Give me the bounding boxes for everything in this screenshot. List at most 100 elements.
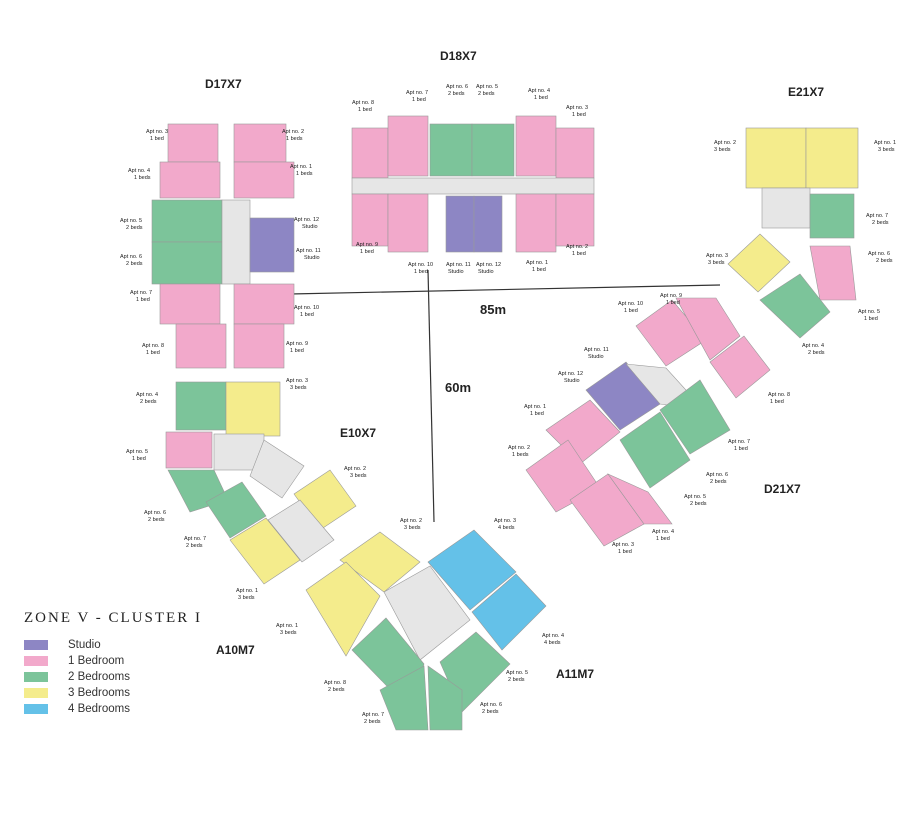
svg-text:Apt no. 12: Apt no. 12 (476, 262, 501, 268)
apt-unit (249, 439, 305, 499)
apt-unit (473, 195, 503, 253)
building-name-d21x7: D21X7 (764, 482, 801, 496)
apt-unit (555, 127, 595, 179)
svg-text:Apt no. 9: Apt no. 9 (660, 293, 682, 299)
svg-text:2 beds: 2 beds (148, 517, 165, 523)
apt-label: Apt no. 72 beds (866, 213, 889, 226)
apt-label: Apt no. 52 beds (476, 84, 498, 97)
legend-swatch (24, 640, 48, 650)
building-d18x7: D18X7 Apt no. 81 bed Apt no. 71 bed Apt … (351, 49, 595, 275)
svg-text:Apt no. 12: Apt no. 12 (558, 371, 583, 377)
apt-unit (427, 529, 517, 611)
svg-text:2 beds: 2 beds (364, 719, 381, 725)
svg-text:Apt no. 8: Apt no. 8 (324, 680, 346, 686)
apt-label: Apt no. 31 bed (146, 129, 168, 142)
apt-unit (809, 245, 857, 301)
svg-text:Apt no. 4: Apt no. 4 (802, 343, 824, 349)
svg-text:2 beds: 2 beds (448, 91, 465, 97)
svg-text:1 bed: 1 bed (618, 549, 632, 555)
apt-unit (159, 283, 221, 325)
svg-text:Apt no. 1: Apt no. 1 (276, 623, 298, 629)
apt-label: Apt no. 23 beds (714, 140, 736, 153)
apt-label: Apt no. 71 bed (728, 439, 750, 452)
svg-text:Studio: Studio (448, 269, 464, 275)
apt-unit (233, 123, 287, 163)
apt-label: Apt no. 34 beds (494, 518, 516, 531)
apt-label: Apt no. 91 bed (286, 341, 308, 354)
apt-label: Apt no. 101 bed (408, 262, 433, 275)
apt-unit (445, 195, 475, 253)
apt-unit (387, 193, 429, 253)
svg-text:1 bed: 1 bed (734, 446, 748, 452)
apt-unit (555, 193, 595, 247)
building-name-e10x7: E10X7 (340, 426, 376, 440)
apt-label: Apt no. 13 beds (276, 623, 298, 636)
core (351, 177, 595, 195)
apt-unit (151, 241, 223, 285)
apt-label: Apt no. 81 bed (142, 343, 164, 356)
svg-text:Apt no. 6: Apt no. 6 (480, 702, 502, 708)
apt-label: Apt no. 101 bed (618, 301, 643, 314)
apt-label: Apt no. 91 bed (660, 293, 682, 306)
svg-text:Apt no. 9: Apt no. 9 (286, 341, 308, 347)
svg-text:4 beds: 4 beds (544, 640, 561, 646)
apt-unit (225, 381, 281, 437)
svg-text:1 bed: 1 bed (412, 97, 426, 103)
svg-text:Apt no. 11: Apt no. 11 (584, 347, 609, 353)
building-name-d18x7: D18X7 (440, 49, 477, 63)
svg-text:1 bed: 1 bed (864, 316, 878, 322)
svg-text:Apt no. 3: Apt no. 3 (706, 253, 728, 259)
svg-text:Apt no. 10: Apt no. 10 (618, 301, 643, 307)
legend-label: 4 Bedrooms (68, 703, 131, 715)
svg-text:Apt no. 4: Apt no. 4 (136, 392, 158, 398)
svg-text:Apt no. 2: Apt no. 2 (400, 518, 422, 524)
svg-text:Apt no. 7: Apt no. 7 (866, 213, 888, 219)
svg-text:1 bed: 1 bed (530, 411, 544, 417)
svg-text:Apt no. 3: Apt no. 3 (146, 129, 168, 135)
apt-unit (471, 573, 547, 651)
legend-swatch (24, 672, 48, 682)
apt-label: Apt no. 72 beds (362, 712, 384, 725)
svg-text:1 bed: 1 bed (770, 399, 784, 405)
apt-unit (619, 411, 691, 489)
apt-label: Apt no. 21 bed (566, 244, 588, 257)
apt-label: Apt no. 21 beds (508, 445, 530, 458)
legend-item-4-bedrooms: 4 Bedrooms (24, 701, 244, 717)
apt-unit (205, 481, 267, 539)
svg-text:Apt no. 6: Apt no. 6 (120, 254, 142, 260)
svg-text:1 bed: 1 bed (300, 312, 314, 318)
apt-label: Apt no. 51 bed (858, 309, 880, 322)
apt-unit (427, 665, 463, 731)
svg-text:3 beds: 3 beds (350, 473, 367, 479)
legend-item-1-bedroom: 1 Bedroom (24, 653, 244, 669)
svg-text:2 beds: 2 beds (140, 399, 157, 405)
apt-label: Apt no. 41 bed (528, 88, 550, 101)
svg-text:1 beds: 1 beds (512, 452, 529, 458)
legend-label: 3 Bedrooms (68, 687, 131, 699)
svg-text:1 bed: 1 bed (146, 350, 160, 356)
svg-text:Apt no. 1: Apt no. 1 (524, 404, 546, 410)
apt-unit (515, 193, 557, 253)
apt-label: Apt no. 62 beds (446, 84, 468, 97)
svg-text:Studio: Studio (478, 269, 494, 275)
svg-text:4 beds: 4 beds (498, 525, 515, 531)
apt-label: Apt no. 13 beds (236, 588, 258, 601)
svg-text:2 beds: 2 beds (808, 350, 825, 356)
svg-text:Apt no. 2: Apt no. 2 (714, 140, 736, 146)
legend: ZONE V - CLUSTER I Studio 1 Bedroom 2 Be… (24, 610, 244, 717)
svg-text:Apt no. 2: Apt no. 2 (566, 244, 588, 250)
svg-text:2 beds: 2 beds (126, 225, 143, 231)
building-a11m7: A11M7 Apt no. 23 beds Apt no. 34 beds Ap… (276, 518, 594, 731)
svg-text:Apt no. 8: Apt no. 8 (352, 100, 374, 106)
legend-item-2-bedrooms: 2 Bedrooms (24, 669, 244, 685)
apt-unit (607, 473, 673, 525)
svg-text:3 beds: 3 beds (404, 525, 421, 531)
svg-text:Apt no. 4: Apt no. 4 (528, 88, 550, 94)
apt-unit (175, 323, 227, 369)
apt-unit (267, 499, 335, 563)
svg-text:Apt no. 2: Apt no. 2 (344, 466, 366, 472)
svg-text:3 beds: 3 beds (238, 595, 255, 601)
apt-unit (383, 565, 471, 661)
